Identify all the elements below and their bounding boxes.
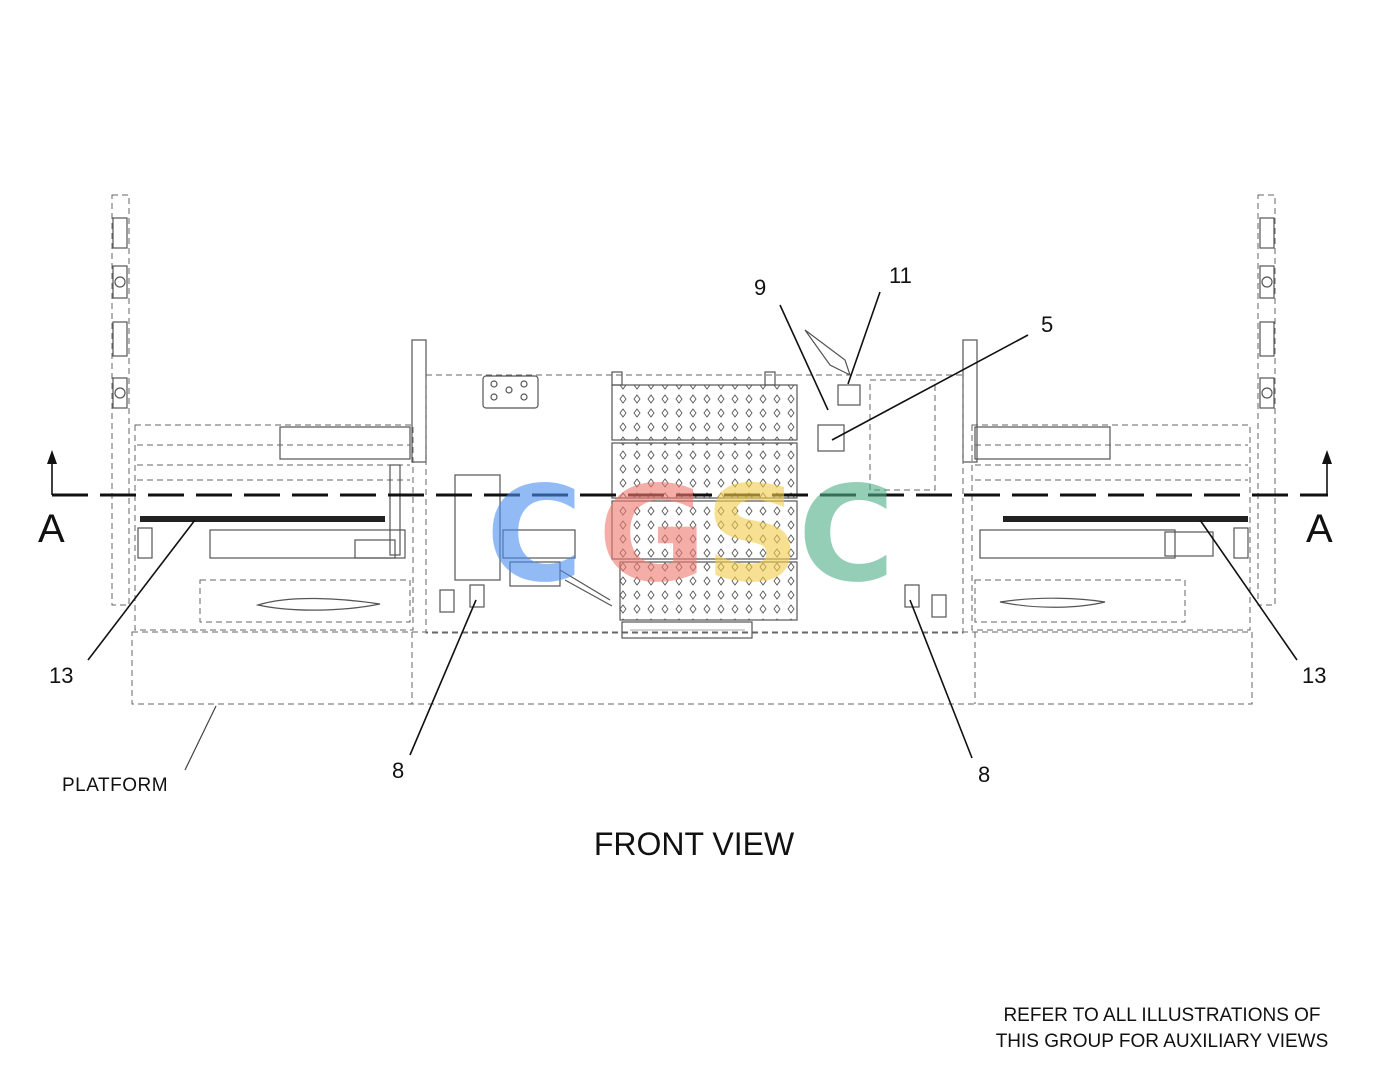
section-marker-right: A: [1306, 507, 1333, 551]
watermark-letter-c2: C: [798, 458, 895, 612]
watermark-logo: C G S C: [486, 458, 895, 612]
callout-13-right: 13: [1302, 663, 1326, 688]
left-post: [111, 194, 130, 606]
callout-8-left: 8: [392, 758, 404, 783]
right-wing: [971, 424, 1251, 631]
note-line-1: REFER TO ALL ILLUSTRATIONS OF: [1003, 1005, 1320, 1026]
watermark-letter-s: S: [705, 458, 800, 612]
callout-5: 5: [1041, 312, 1053, 337]
callout-9: 9: [754, 275, 766, 300]
note-line-2: THIS GROUP FOR AUXILIARY VIEWS: [996, 1031, 1329, 1052]
right-post: [1257, 194, 1276, 606]
watermark-letter-c1: C: [486, 458, 583, 612]
platform-label: PLATFORM: [62, 775, 168, 796]
callout-8-right: 8: [978, 762, 990, 787]
watermark-letter-g: G: [598, 458, 706, 612]
left-wing: [134, 424, 414, 631]
grate-panels: [611, 371, 798, 639]
leader-lines: [87, 291, 1298, 771]
callout-11: 11: [889, 263, 912, 288]
central-console: [411, 329, 978, 634]
section-marker-left: A: [38, 507, 65, 551]
platform-base: [131, 631, 1253, 705]
section-line-a: [47, 450, 1332, 497]
view-title: FRONT VIEW: [594, 826, 795, 862]
callout-13-left: 13: [49, 663, 73, 688]
